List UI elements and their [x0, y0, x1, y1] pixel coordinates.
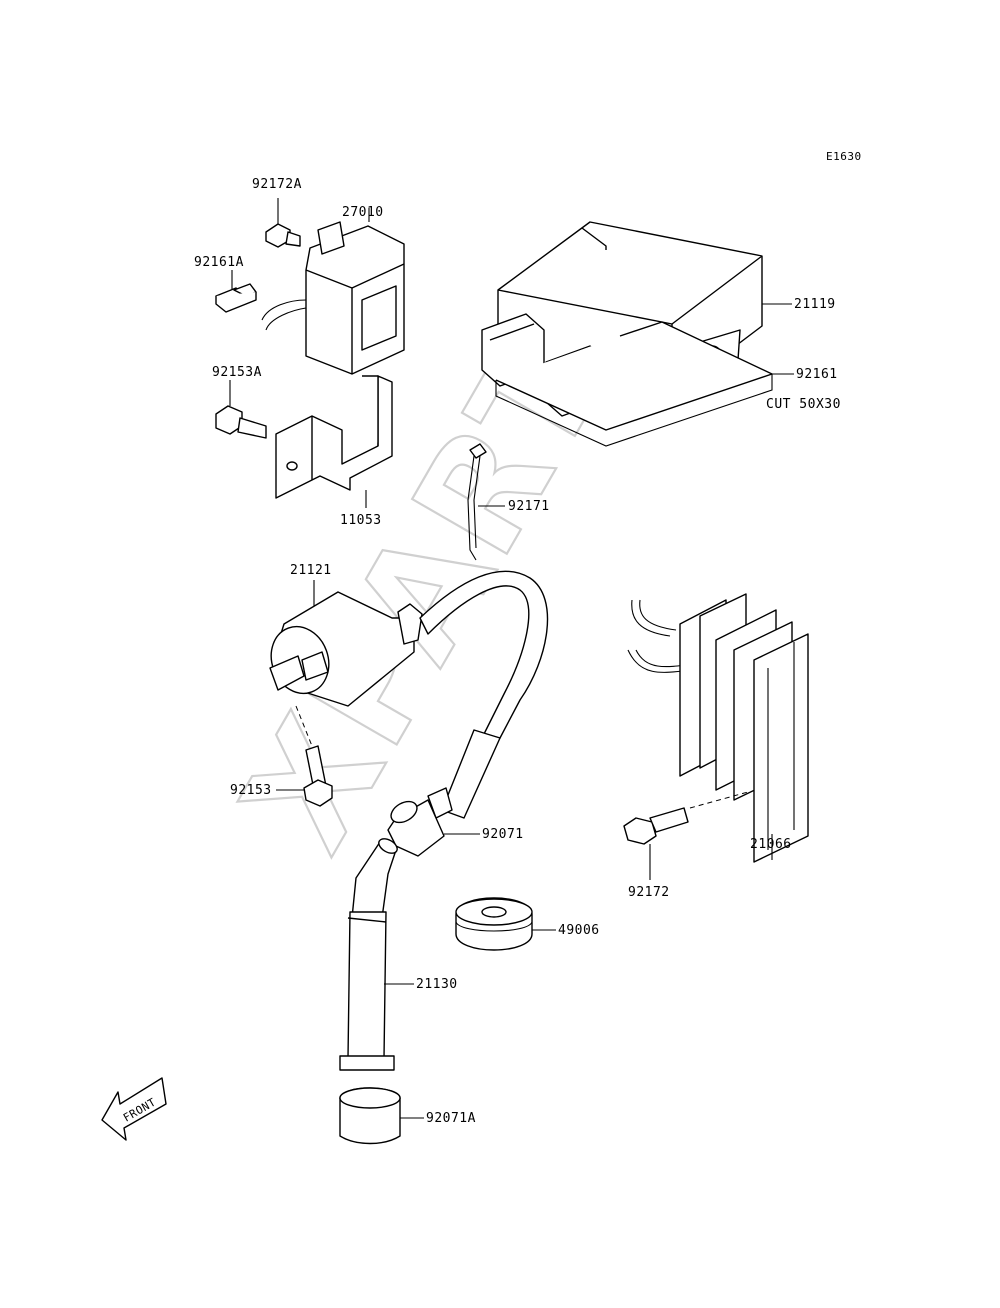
rectifier-21066: [627, 593, 809, 863]
grommet-92161A: [215, 270, 257, 313]
label-49006: 49006: [558, 923, 600, 938]
diagram-code: E1630: [826, 150, 862, 163]
label-21130: 21130: [416, 977, 458, 992]
front-arrow-icon: FRONT: [101, 1077, 167, 1141]
bolt-92153A: [215, 380, 267, 439]
label-27010: 27010: [342, 205, 384, 220]
cut-note: CUT 50X30: [766, 397, 841, 412]
label-92171: 92171: [508, 499, 550, 514]
label-21119: 21119: [794, 297, 836, 312]
label-11053: 11053: [340, 513, 382, 528]
cap-92071: [387, 787, 480, 857]
tie-92171: [467, 443, 505, 561]
label-92161: 92161: [796, 367, 838, 382]
pad-92161: [495, 321, 794, 447]
bolt-92153: [276, 745, 333, 807]
unit-27010: [261, 208, 405, 375]
label-92153: 92153: [230, 783, 272, 798]
label-92071: 92071: [482, 827, 524, 842]
bracket-11053: [275, 375, 393, 508]
label-92172: 92172: [628, 885, 670, 900]
label-92172A: 92172A: [252, 177, 302, 192]
cap-92071A: [339, 1087, 424, 1145]
label-92161A: 92161A: [194, 255, 244, 270]
bolt-92172-guide: [689, 791, 749, 809]
label-21121: 21121: [290, 563, 332, 578]
label-92153A: 92153A: [212, 365, 262, 380]
grommet-49006: [455, 897, 556, 951]
ignition-coil-21121: [269, 570, 549, 819]
bolt-92172: [623, 807, 689, 880]
label-21066: 21066: [750, 837, 792, 852]
bolt-92172A: [265, 198, 301, 248]
plug-cap-21130: [339, 838, 414, 1071]
label-92071A: 92071A: [426, 1111, 476, 1126]
bolt-92153-guide: [295, 705, 313, 747]
